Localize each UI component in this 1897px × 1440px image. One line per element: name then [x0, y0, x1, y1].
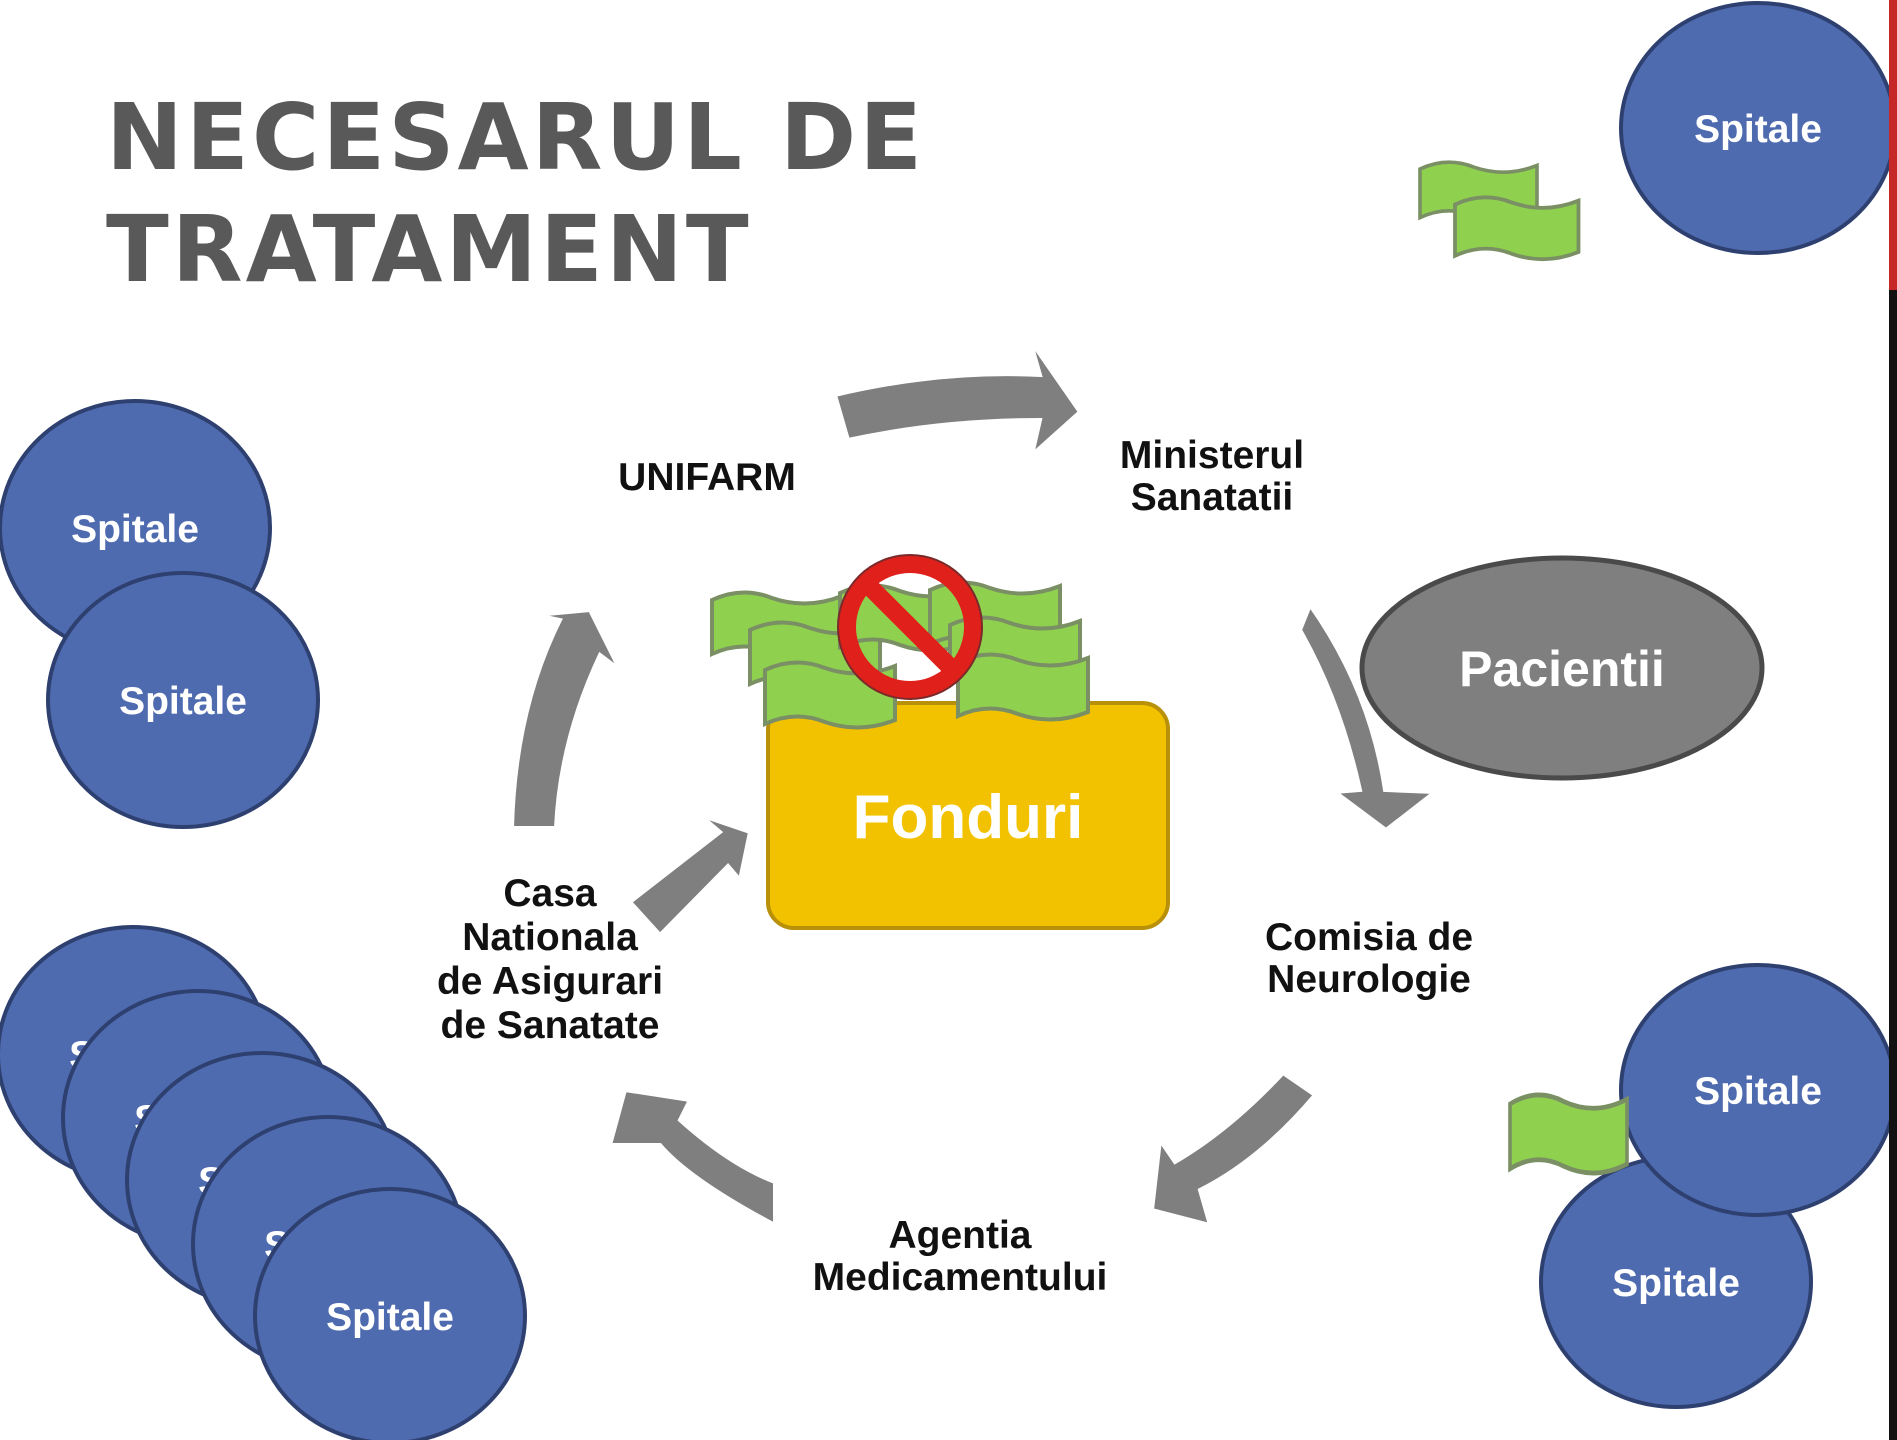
hospital-label: Spitale — [1694, 108, 1822, 151]
label-insurance-line2: Nationala — [462, 916, 638, 959]
label-insurance-line3: de Asigurari — [437, 960, 663, 1003]
patients-label: Pacientii — [1459, 641, 1665, 697]
right-edge-accent — [1889, 0, 1897, 290]
label-commission-line2: Neurologie — [1267, 958, 1471, 1001]
hospital-label: Spitale — [1694, 1070, 1822, 1113]
money-icon — [1510, 1095, 1627, 1173]
funds-node: Fonduri — [766, 701, 1170, 930]
hospital-group-top-right: Spitale — [1619, 1, 1897, 255]
arrow-insurance-to-unifarm — [509, 607, 622, 830]
arrow-insurance-to-funds — [627, 813, 753, 938]
funds-label: Fonduri — [853, 783, 1084, 852]
hospital-group-bottom-right: Spitale Spitale — [1539, 963, 1897, 1409]
label-ministry-line1: Ministerul — [1120, 434, 1304, 477]
hospital-group-left: Spitale Spitale — [0, 399, 320, 829]
right-edge-bar — [1889, 0, 1897, 1440]
label-ministry-line2: Sanatatii — [1131, 476, 1294, 519]
title-line-2: TRATAMENT — [106, 196, 752, 303]
hospital-label: Spitale — [1612, 1262, 1740, 1305]
label-commission-line1: Comisia de — [1265, 916, 1473, 959]
hospital-node — [253, 1187, 527, 1440]
hospital-stack-bottom-left: Spitale Spitale Spitale Spitale Spitale — [0, 925, 527, 1440]
cycle-labels: UNIFARM Ministerul Sanatatii Comisia de … — [437, 434, 1473, 1299]
money-icon — [1418, 160, 1581, 262]
no-entry-icon — [837, 554, 983, 700]
hospital-label: Spitale — [119, 680, 247, 723]
label-unifarm: UNIFARM — [618, 456, 796, 499]
label-insurance-line1: Casa — [503, 872, 597, 915]
label-agency-line2: Medicamentului — [813, 1256, 1108, 1299]
hospital-label: Spitale — [326, 1296, 454, 1339]
arrow-ministry-to-commission — [1297, 600, 1441, 833]
label-agency-line1: Agentia — [888, 1214, 1031, 1257]
label-insurance-line4: de Sanatate — [441, 1004, 660, 1047]
page-title: NECESARUL DE TRATAMENT — [106, 82, 925, 306]
title-line-1: NECESARUL DE — [106, 84, 926, 191]
arrow-commission-to-agency — [1149, 1070, 1318, 1228]
hospital-label: Spitale — [71, 508, 199, 551]
arrow-unifarm-to-ministry — [832, 338, 1083, 461]
hospital-node — [46, 571, 320, 829]
cycle-arrows — [509, 338, 1441, 1229]
patients-node: Pacientii — [1359, 555, 1765, 781]
arrow-agency-to-insurance — [607, 1087, 777, 1229]
